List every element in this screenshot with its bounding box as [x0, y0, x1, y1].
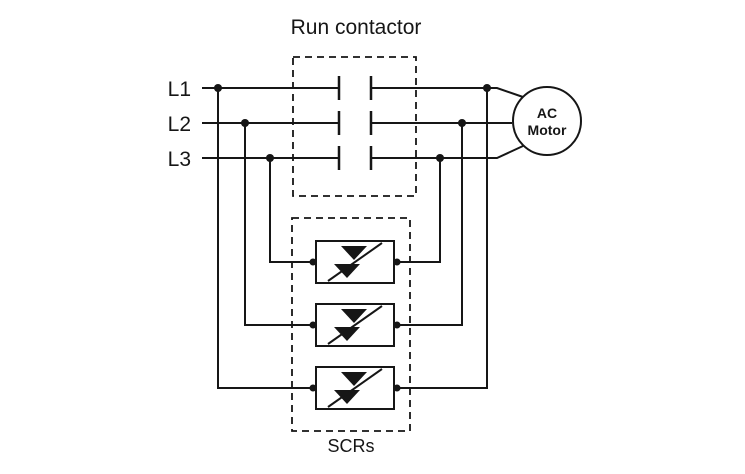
junction-dot [214, 84, 222, 92]
terminal-dot [309, 258, 317, 266]
ac-motor: AC Motor [512, 86, 582, 156]
scr-module-2 [315, 303, 395, 347]
junction-dot [458, 119, 466, 127]
junction-dot [266, 154, 274, 162]
scr2-thyristor-icon [334, 327, 360, 341]
terminal-dot [309, 384, 317, 392]
scr1-thyristor-icon [341, 246, 367, 260]
wire-l1-to-scr3 [217, 88, 316, 389]
scr3-thyristor-icon [341, 372, 367, 386]
phase-label-l2: L2 [168, 113, 191, 136]
terminal-dot [393, 384, 401, 392]
wire-l2-to-scr2 [244, 123, 316, 326]
junction-dot [436, 154, 444, 162]
wire-l3-to-scr1 [269, 158, 316, 263]
contact-l1 [337, 76, 373, 100]
scr-group-label: SCRs [327, 436, 374, 456]
scr3-thyristor-icon [334, 390, 360, 404]
motor-circle [512, 86, 582, 156]
junction-dot [241, 119, 249, 127]
wire-scr3-to-l1 [394, 88, 488, 389]
phase-label-l3: L3 [168, 148, 191, 171]
terminal-dot [309, 321, 317, 329]
scr-module-3 [315, 366, 395, 410]
terminal-dot [393, 321, 401, 329]
scr2-gate-line [327, 305, 383, 345]
junction-dot [483, 84, 491, 92]
wire-phase-l3 [202, 145, 524, 159]
terminal-dot [393, 258, 401, 266]
scr2-thyristor-icon [341, 309, 367, 323]
wire-scr1-to-l3 [394, 158, 441, 263]
run-contactor-dashed-box [292, 56, 417, 197]
scr1-thyristor-icon [334, 264, 360, 278]
phase-label-l1: L1 [168, 78, 191, 101]
scr1-gate-line [327, 242, 383, 282]
scr3-gate-line [327, 368, 383, 408]
motor-label-top: AC [537, 105, 557, 121]
motor-label-bottom: Motor [528, 122, 567, 138]
contact-l2 [337, 111, 373, 135]
wire-phase-l1 [202, 87, 524, 98]
contact-l3 [337, 146, 373, 170]
wire-scr2-to-l2 [394, 123, 463, 326]
scr-module-1 [315, 240, 395, 284]
run-contactor-title: Run contactor [291, 16, 422, 39]
